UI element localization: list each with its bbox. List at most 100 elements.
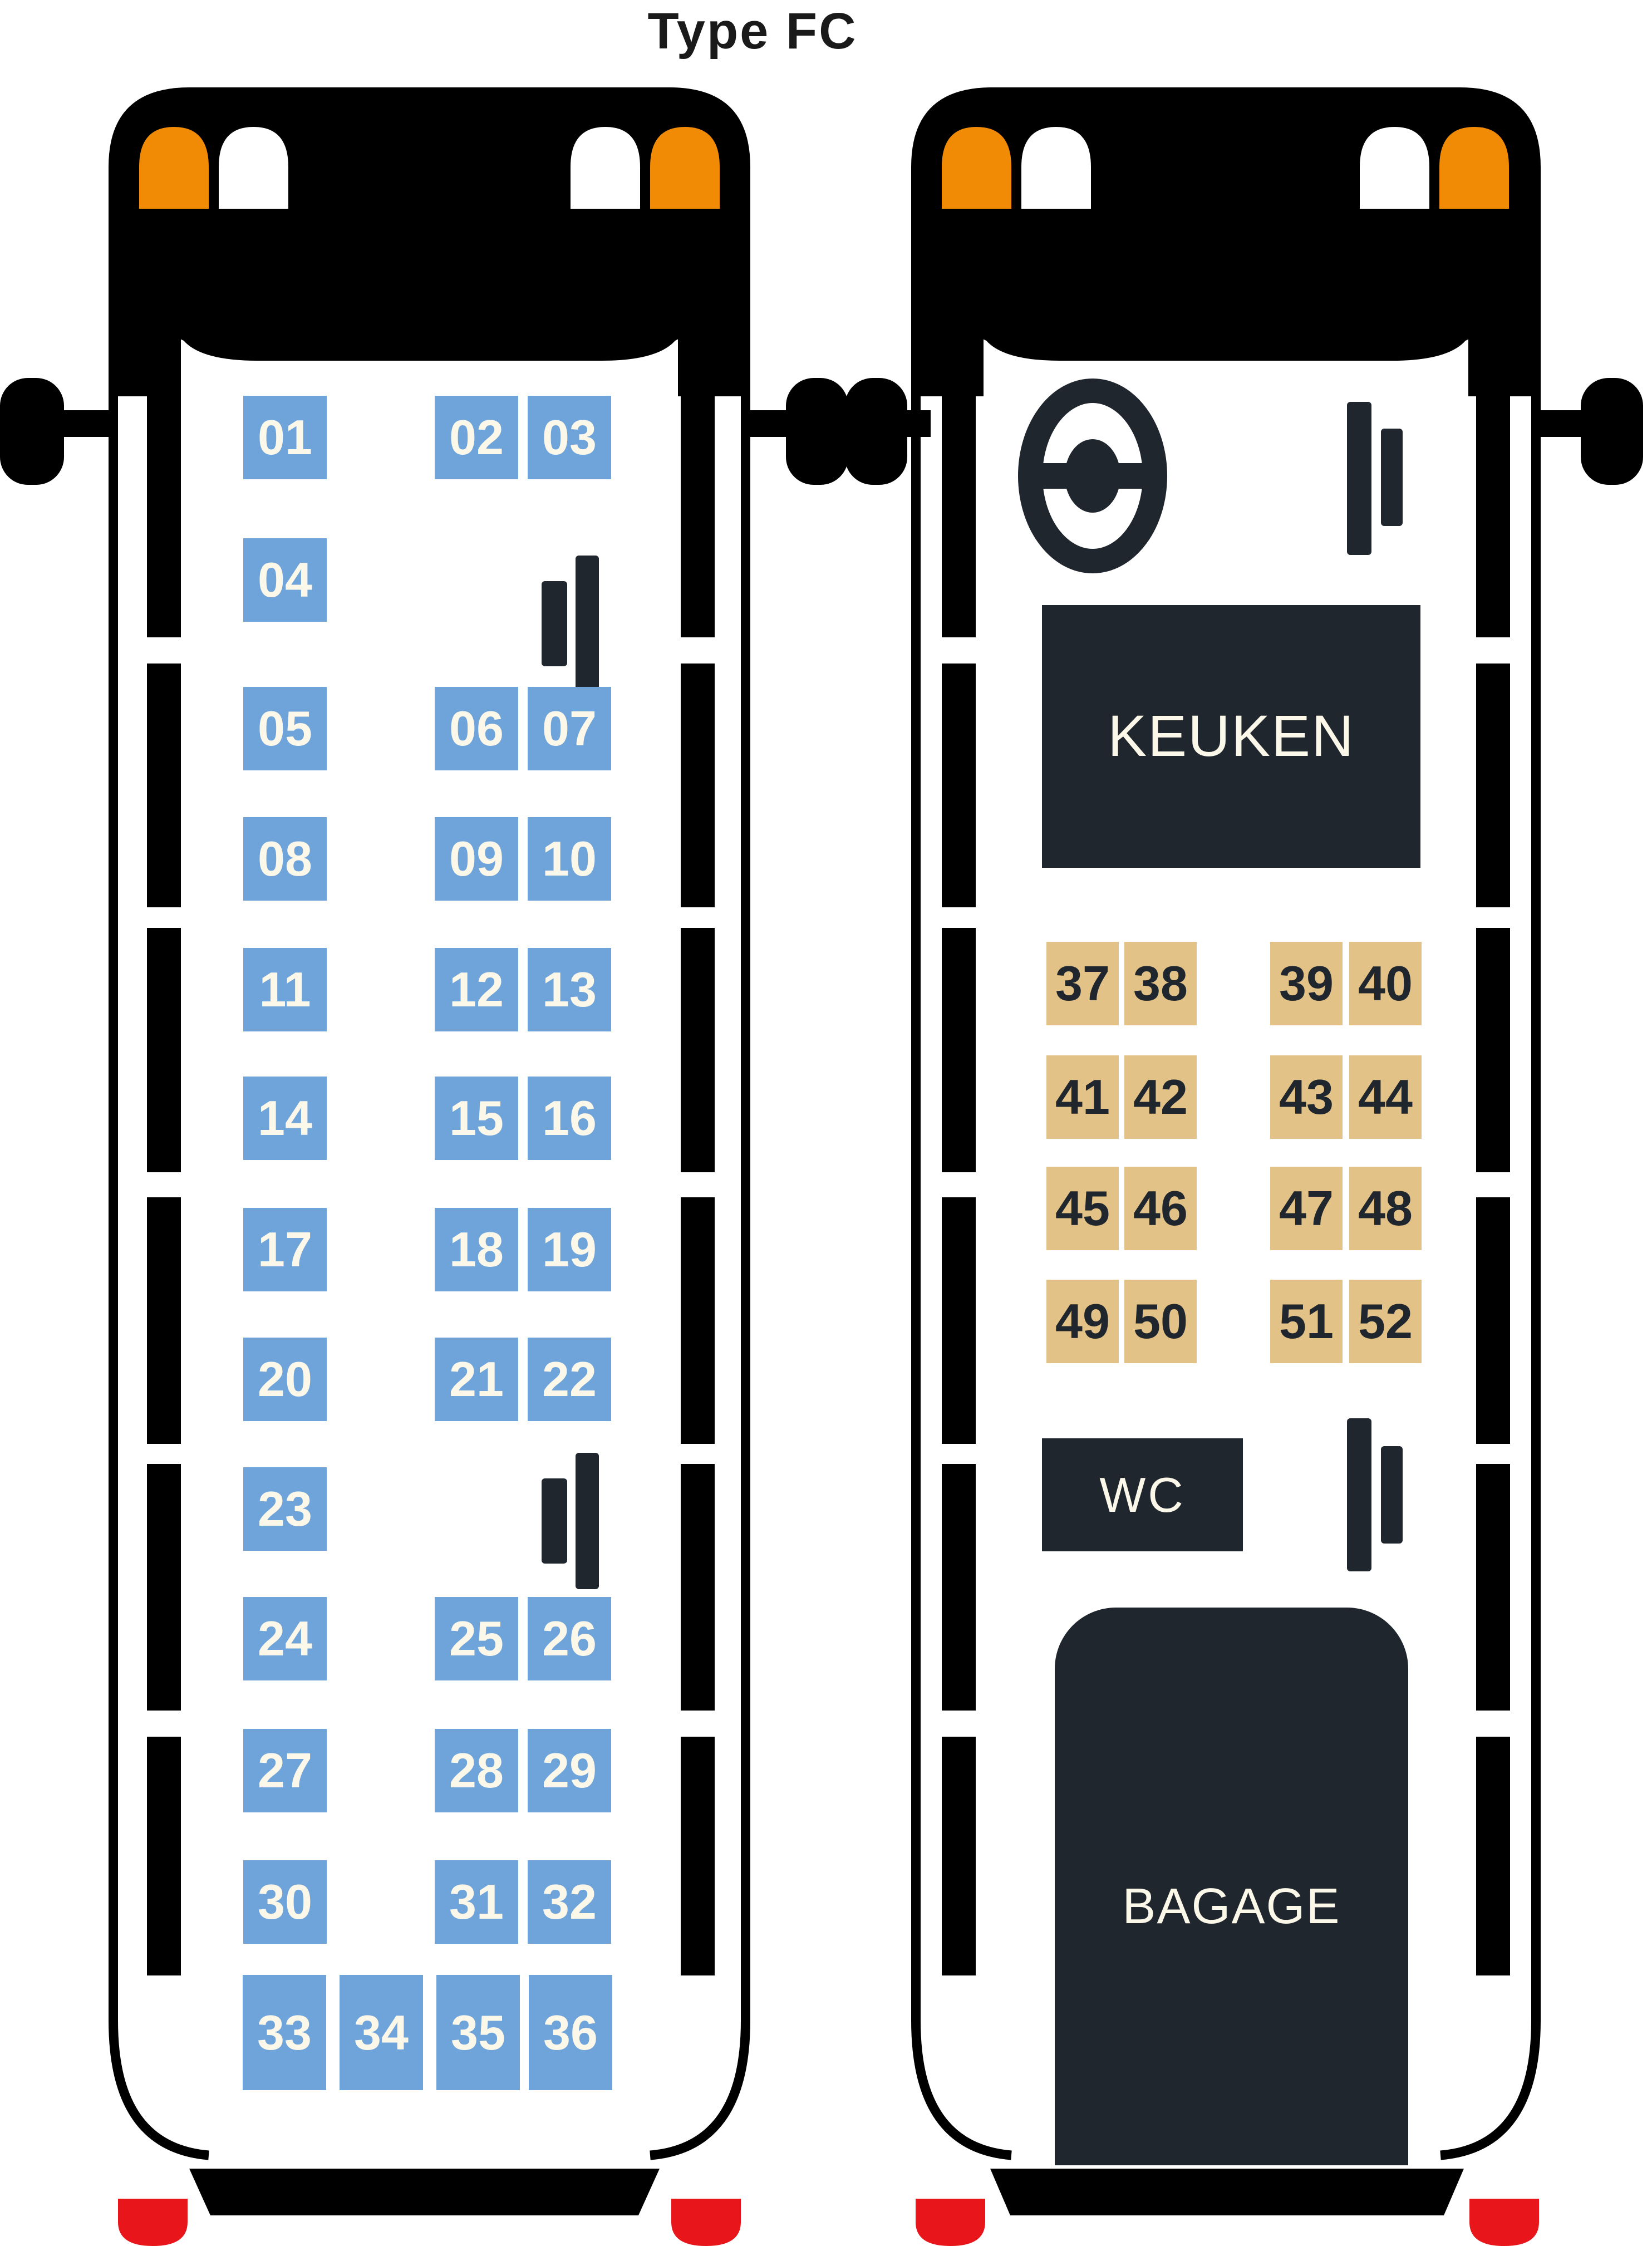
seat-21[interactable]: 21	[435, 1338, 518, 1421]
seat-24[interactable]: 24	[243, 1597, 327, 1680]
wall-segment	[681, 664, 715, 907]
wall-segment	[1476, 396, 1510, 637]
seat-14[interactable]: 14	[243, 1077, 327, 1160]
kitchen-area: KEUKEN	[1042, 605, 1420, 868]
marker-light-icon	[1439, 127, 1509, 209]
seat-32[interactable]: 32	[528, 1860, 611, 1944]
baggage-label: BAGAGE	[1122, 1879, 1341, 1934]
kitchen-label: KEUKEN	[1108, 704, 1355, 769]
seat-43[interactable]: 43	[1270, 1055, 1343, 1139]
seat-26[interactable]: 26	[528, 1597, 611, 1680]
wall-segment	[681, 1197, 715, 1444]
seat-15[interactable]: 15	[435, 1077, 518, 1160]
seating-deck-shell	[0, 87, 848, 2246]
seat-07[interactable]: 07	[528, 687, 611, 770]
seat-08[interactable]: 08	[243, 817, 327, 901]
seat-28[interactable]: 28	[435, 1729, 518, 1812]
seat-01[interactable]: 01	[243, 396, 327, 479]
tail-light-icon	[916, 2199, 985, 2246]
seat-52[interactable]: 52	[1349, 1280, 1422, 1363]
seat-50[interactable]: 50	[1124, 1280, 1197, 1363]
mirror-arm	[56, 410, 111, 437]
seat-06[interactable]: 06	[435, 687, 518, 770]
seat-03[interactable]: 03	[528, 396, 611, 479]
wall-segment	[147, 928, 181, 1172]
seat-22[interactable]: 22	[528, 1338, 611, 1421]
seat-13[interactable]: 13	[528, 948, 611, 1031]
wall-segment	[147, 664, 181, 907]
rear-door-icon	[576, 1453, 599, 1589]
seat-25[interactable]: 25	[435, 1597, 518, 1680]
seat-12[interactable]: 12	[435, 948, 518, 1031]
seat-31[interactable]: 31	[435, 1860, 518, 1944]
rear-door-icon	[542, 1478, 567, 1564]
front-door-icon	[542, 581, 567, 666]
seat-40[interactable]: 40	[1349, 942, 1422, 1025]
wall-segment	[1476, 664, 1510, 907]
wall-segment	[147, 1464, 181, 1711]
headlight-icon	[1360, 127, 1429, 209]
seat-45[interactable]: 45	[1046, 1167, 1119, 1250]
front-wall	[911, 234, 984, 396]
front-door-icon	[1347, 402, 1371, 555]
wall-segment	[942, 664, 976, 907]
seat-29[interactable]: 29	[528, 1729, 611, 1812]
wc-label: WC	[1099, 1467, 1186, 1522]
seat-20[interactable]: 20	[243, 1338, 327, 1421]
seat-39[interactable]: 39	[1270, 942, 1343, 1025]
headlight-icon	[1021, 127, 1091, 209]
rear-bumper	[990, 2169, 1464, 2215]
front-wall	[109, 234, 181, 396]
tail-light-icon	[118, 2199, 188, 2246]
wall-segment	[1476, 1197, 1510, 1444]
seat-05[interactable]: 05	[243, 687, 327, 770]
page-title: Type FC	[647, 3, 858, 60]
seat-35[interactable]: 35	[436, 1975, 520, 2090]
seat-16[interactable]: 16	[528, 1077, 611, 1160]
marker-light-icon	[650, 127, 720, 209]
wall-segment	[942, 928, 976, 1172]
seat-27[interactable]: 27	[243, 1729, 327, 1812]
tail-light-icon	[1469, 2199, 1539, 2246]
mid-door-icon	[1347, 1418, 1371, 1571]
seat-18[interactable]: 18	[435, 1208, 518, 1291]
mirror-icon	[1581, 378, 1643, 485]
windshield	[114, 239, 745, 361]
seat-11[interactable]: 11	[243, 948, 327, 1031]
seat-37[interactable]: 37	[1046, 942, 1119, 1025]
front-door-icon	[576, 556, 599, 692]
mirror-arm	[750, 410, 792, 437]
seat-48[interactable]: 48	[1349, 1167, 1422, 1250]
seat-49[interactable]: 49	[1046, 1280, 1119, 1363]
seat-51[interactable]: 51	[1270, 1280, 1343, 1363]
seat-33[interactable]: 33	[243, 1975, 326, 2090]
seat-19[interactable]: 19	[528, 1208, 611, 1291]
seat-10[interactable]: 10	[528, 817, 611, 901]
seat-17[interactable]: 17	[243, 1208, 327, 1291]
baggage-area: BAGAGE	[1055, 1608, 1408, 2165]
wall-segment	[681, 1464, 715, 1711]
wall-segment	[942, 1197, 976, 1444]
seat-30[interactable]: 30	[243, 1860, 327, 1944]
seat-44[interactable]: 44	[1349, 1055, 1422, 1139]
seat-23[interactable]: 23	[243, 1467, 327, 1551]
seat-46[interactable]: 46	[1124, 1167, 1197, 1250]
seat-42[interactable]: 42	[1124, 1055, 1197, 1139]
seat-09[interactable]: 09	[435, 817, 518, 901]
mirror-icon	[845, 378, 907, 485]
marker-light-icon	[139, 127, 209, 209]
seat-47[interactable]: 47	[1270, 1167, 1343, 1250]
seat-04[interactable]: 04	[243, 538, 327, 622]
mid-door-icon	[1381, 1446, 1403, 1544]
seat-41[interactable]: 41	[1046, 1055, 1119, 1139]
wall-segment	[942, 1464, 976, 1711]
seat-34[interactable]: 34	[340, 1975, 423, 2090]
seat-36[interactable]: 36	[529, 1975, 612, 2090]
wall-segment	[147, 396, 181, 637]
mirror-icon	[0, 378, 64, 485]
seat-02[interactable]: 02	[435, 396, 518, 479]
mirror-icon	[786, 378, 848, 485]
seat-38[interactable]: 38	[1124, 942, 1197, 1025]
steering-wheel-icon	[1018, 379, 1167, 573]
